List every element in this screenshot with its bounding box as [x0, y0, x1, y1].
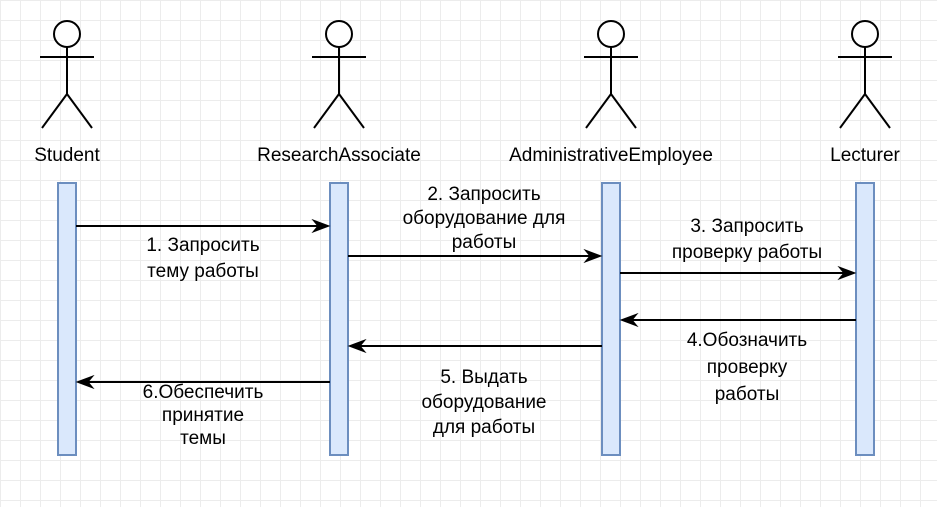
- actor-administrative-employee: AdministrativeEmployee: [509, 20, 713, 456]
- actor-research-associate: ResearchAssociate: [257, 20, 421, 456]
- message-4: 4.Обозначить проверку работы: [619, 312, 856, 405]
- arrowhead-icon: [583, 248, 603, 264]
- activation-bar: [329, 182, 349, 456]
- actor-name: Lecturer: [830, 145, 900, 166]
- activation-bar: [855, 182, 875, 456]
- actor-name: AdministrativeEmployee: [509, 145, 713, 166]
- message-label-line: проверку: [707, 357, 788, 378]
- message-label-line: 5. Выдать: [440, 367, 527, 388]
- actor-name: Student: [34, 145, 100, 166]
- message-label-line: работы: [452, 232, 517, 253]
- message-1: 1. Запросить тему работы: [76, 218, 331, 282]
- message-2: 2. Запросить оборудование для работы: [348, 184, 603, 264]
- arrowhead-icon: [347, 338, 367, 354]
- activation-bar: [601, 182, 621, 456]
- stick-figure-icon: [312, 20, 366, 129]
- message-label-line: проверку работы: [672, 242, 822, 263]
- activation-bar: [57, 182, 77, 456]
- message-3: 3. Запросить проверку работы: [620, 216, 857, 281]
- message-label-line: 3. Запросить: [690, 216, 803, 237]
- message-label-line: 2. Запросить: [427, 184, 540, 205]
- message-label-line: работы: [715, 384, 780, 405]
- message-label-line: 6.Обеспечить: [143, 382, 264, 403]
- message-5: 5. Выдать оборудование для работы: [347, 338, 602, 438]
- stick-figure-icon: [584, 20, 638, 129]
- arrowhead-icon: [75, 374, 95, 390]
- arrowhead-icon: [619, 312, 639, 328]
- message-label-line: 1. Запросить: [146, 235, 259, 256]
- message-label-line: темы: [180, 428, 226, 449]
- message-label-line: оборудование для: [403, 208, 566, 229]
- actor-student: Student: [34, 20, 100, 456]
- message-label-line: тему работы: [147, 261, 259, 282]
- message-label-line: 4.Обозначить: [687, 330, 807, 351]
- stick-figure-icon: [40, 20, 94, 129]
- arrowhead-icon: [311, 218, 331, 234]
- actor-name: ResearchAssociate: [257, 145, 421, 166]
- arrowhead-icon: [837, 265, 857, 281]
- message-label-line: для работы: [433, 417, 535, 438]
- message-label-line: принятие: [162, 405, 244, 426]
- stick-figure-icon: [838, 20, 892, 129]
- message-label-line: оборудование: [421, 392, 546, 413]
- actor-lecturer: Lecturer: [830, 20, 901, 456]
